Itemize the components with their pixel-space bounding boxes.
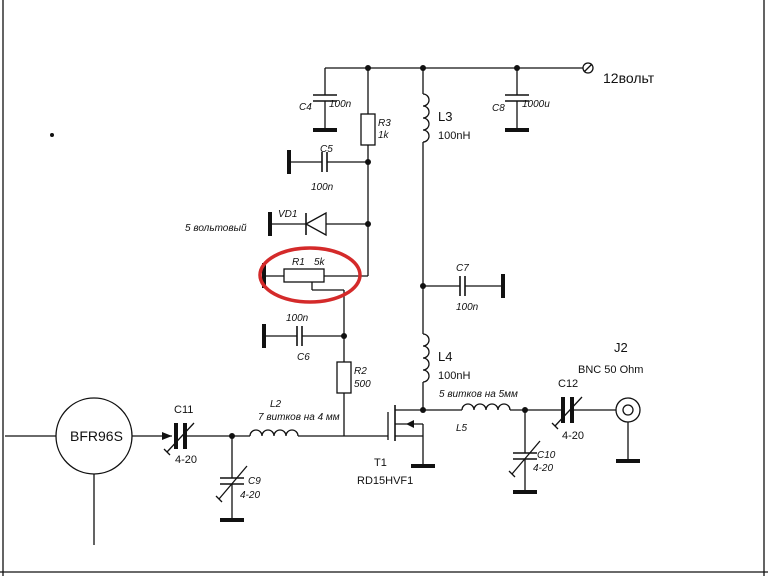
l4-value: 100nH — [438, 370, 470, 382]
potentiometer-r1 — [262, 263, 368, 336]
bnc-connector-j2 — [615, 397, 641, 463]
highlight-circle — [258, 246, 362, 304]
r1-value: 5k — [314, 257, 326, 268]
trimmer-capacitor-c9 — [215, 436, 248, 522]
c12-value: 4-20 — [562, 430, 584, 442]
c7-name: C7 — [456, 263, 469, 274]
resistor-r3 — [360, 68, 376, 276]
t1-part: RD15HVF1 — [357, 475, 413, 487]
inductor-l3 — [420, 68, 430, 334]
capacitor-c7 — [423, 274, 505, 298]
diode-vd1 — [268, 211, 368, 237]
bfr96s-label: BFR96S — [70, 428, 123, 444]
t1-name: T1 — [374, 457, 387, 469]
transistor-t1 — [344, 405, 435, 468]
c10-name: C10 — [537, 450, 556, 461]
c4-value: 100n — [329, 99, 352, 110]
c11-value: 4-20 — [175, 454, 197, 466]
stray-dot — [50, 133, 54, 137]
r1-name: R1 — [292, 257, 305, 268]
capacitor-c5 — [287, 150, 368, 174]
c9-name: C9 — [248, 476, 261, 487]
c10-value: 4-20 — [533, 463, 553, 474]
l5-name: L5 — [456, 423, 468, 434]
l4-name: L4 — [438, 349, 452, 364]
c12-name: C12 — [558, 378, 578, 390]
l2-note: 7 витков на 4 мм — [258, 412, 340, 423]
vd1-name: VD1 — [278, 209, 297, 220]
c11-name: C11 — [174, 404, 193, 416]
inductor-l5 — [423, 403, 562, 413]
capacitor-c6 — [262, 324, 347, 348]
j2-note: BNC 50 Ohm — [578, 364, 643, 376]
c6-value: 100n — [286, 313, 309, 324]
r3-name: R3 — [378, 118, 391, 129]
trimmer-capacitor-c10 — [508, 410, 541, 494]
capacitor-c4 — [313, 68, 337, 132]
inductor-l2 — [249, 429, 344, 437]
l3-name: L3 — [438, 109, 452, 124]
c6-name: C6 — [297, 352, 310, 363]
l5-note: 5 витков на 5мм — [439, 389, 518, 400]
vd1-note: 5 вольтовый — [185, 223, 247, 234]
capacitor-c8 — [505, 68, 529, 132]
r2-value: 500 — [354, 379, 371, 390]
supply-rail — [325, 62, 594, 74]
resistor-r2 — [336, 336, 352, 436]
c8-value: 1000u — [522, 99, 550, 110]
c8-name: C8 — [492, 103, 505, 114]
trimmer-capacitor-c11 — [163, 422, 250, 456]
c4-name: C4 — [299, 102, 312, 113]
r2-name: R2 — [354, 366, 367, 377]
c5-name: C5 — [320, 144, 333, 155]
c9-value: 4-20 — [240, 490, 260, 501]
c7-value: 100n — [456, 302, 479, 313]
c5-value: 100n — [311, 182, 334, 193]
r3-value: 1k — [378, 130, 390, 141]
l3-value: 100nH — [438, 130, 470, 142]
supply-label: 12вольт — [603, 70, 655, 86]
inductor-l4 — [420, 333, 430, 413]
trimmer-capacitor-c12 — [551, 396, 616, 430]
l2-name: L2 — [270, 399, 282, 410]
driver-stage-bfr96s — [5, 397, 172, 545]
j2-name: J2 — [614, 340, 628, 355]
